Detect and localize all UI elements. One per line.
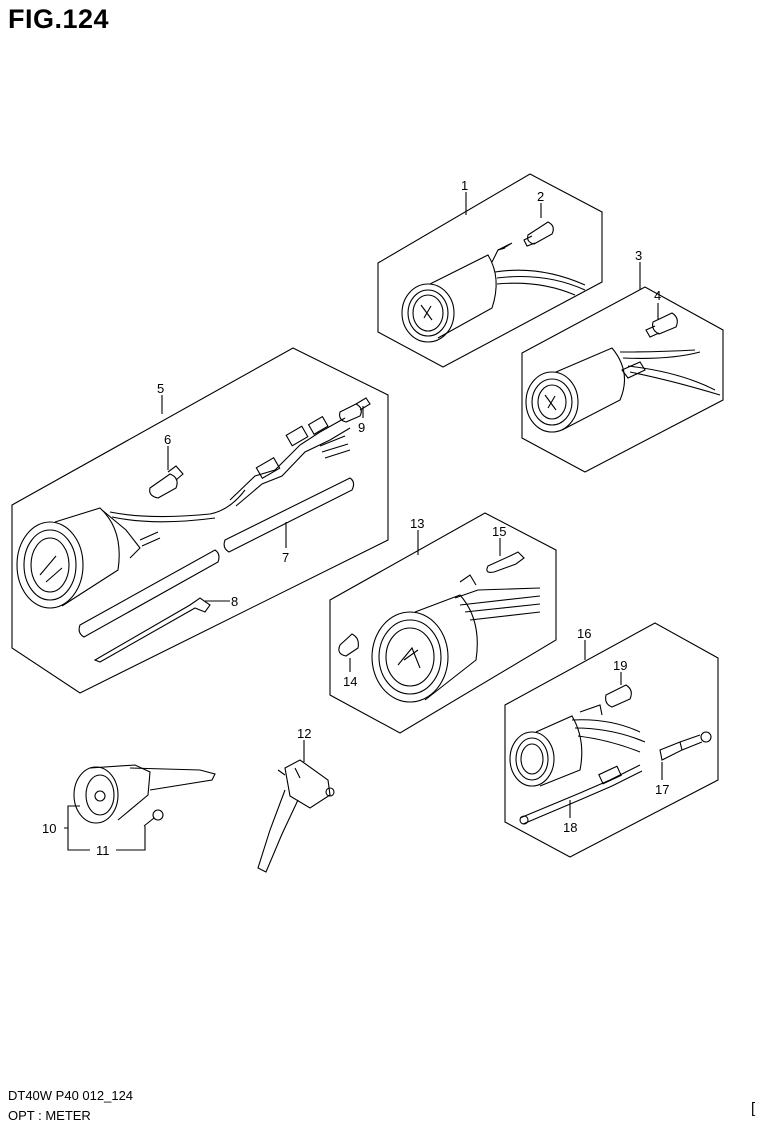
tube-7[interactable]: [78, 477, 355, 638]
callout-labels: 1 2 3 4 5 6 7 8 9 10 11 12 13 14 15 16 1…: [42, 178, 669, 858]
tie-band-8[interactable]: [93, 597, 211, 663]
panel-meter-5: [11, 347, 389, 694]
bulb-9[interactable]: [339, 397, 371, 423]
meter-3[interactable]: [525, 347, 721, 433]
callout-7: 7: [282, 550, 289, 565]
bulb-6[interactable]: [149, 465, 184, 499]
figure-name: OPT : METER: [8, 1108, 91, 1123]
callout-11: 11: [96, 843, 110, 858]
callout-15: 15: [492, 524, 506, 539]
meter-16[interactable]: [509, 704, 646, 787]
meter-5[interactable]: [16, 489, 246, 609]
leader-lines: [64, 192, 663, 851]
callout-3: 3: [635, 248, 642, 263]
figure-code: DT40W P40 012_124: [8, 1088, 134, 1103]
callout-18: 18: [563, 820, 577, 835]
callout-16: 16: [577, 626, 591, 641]
callout-8: 8: [231, 594, 238, 609]
connector-17[interactable]: [659, 731, 712, 761]
figure-title: FIG.124: [8, 4, 110, 34]
corner-mark: [: [751, 1100, 756, 1117]
callout-1: 1: [461, 178, 468, 193]
callout-10: 10: [42, 821, 56, 836]
remote-box-10[interactable]: [73, 764, 216, 824]
callout-9: 9: [358, 420, 365, 435]
wire-harness-5[interactable]: [229, 415, 351, 507]
cable-18[interactable]: [519, 764, 643, 825]
meter-13[interactable]: [371, 574, 541, 703]
bulb-4[interactable]: [645, 312, 678, 338]
callout-6: 6: [164, 432, 171, 447]
meter-1[interactable]: [401, 242, 586, 343]
panel-meter-16: [504, 622, 719, 858]
bulb-19[interactable]: [605, 684, 632, 708]
callout-13: 13: [410, 516, 424, 531]
callout-12: 12: [297, 726, 311, 741]
panel-meter-3: [521, 286, 724, 473]
callout-5: 5: [157, 381, 164, 396]
callout-4: 4: [654, 288, 661, 303]
callout-2: 2: [537, 189, 544, 204]
callout-17: 17: [655, 782, 669, 797]
callout-19: 19: [613, 658, 627, 673]
lever-12[interactable]: [257, 759, 335, 873]
bulb-2[interactable]: [523, 221, 554, 247]
callout-14: 14: [343, 674, 357, 689]
bulb-15[interactable]: [486, 551, 525, 573]
panel-meter-13: [329, 512, 557, 734]
panel-tachometer-1: [377, 173, 603, 368]
bulb-14[interactable]: [338, 633, 359, 657]
screw-11[interactable]: [143, 809, 164, 827]
